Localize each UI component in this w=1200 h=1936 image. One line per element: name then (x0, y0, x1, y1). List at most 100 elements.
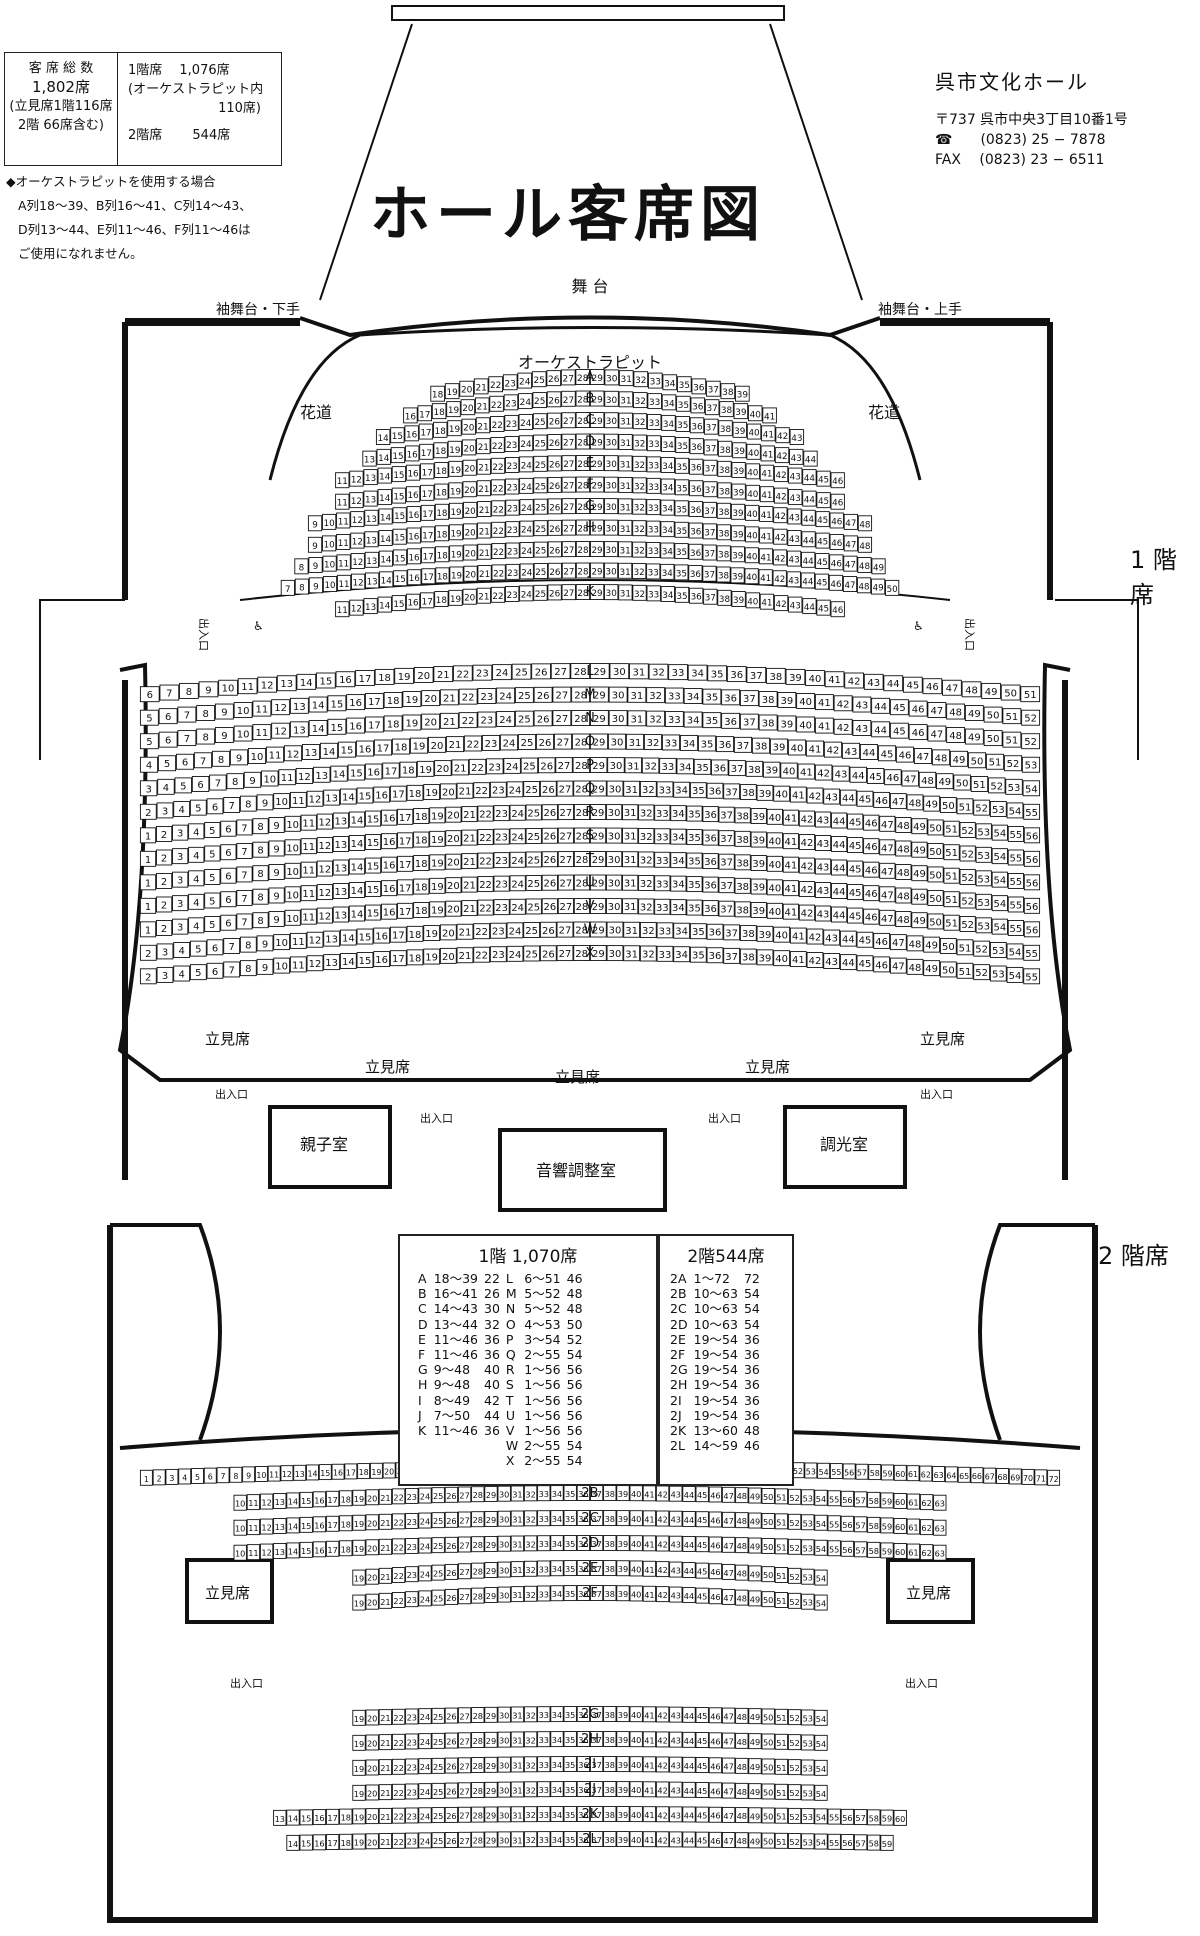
seat[interactable]: 19 (448, 502, 464, 519)
seat[interactable]: 35 (702, 688, 722, 705)
seat[interactable]: 25 (533, 541, 548, 558)
seat[interactable]: 16 (406, 527, 421, 544)
seat[interactable]: 23 (405, 1733, 419, 1750)
seat[interactable]: 36 (576, 1535, 591, 1551)
seat[interactable]: 38 (719, 401, 734, 418)
seat[interactable]: 23 (405, 1832, 419, 1849)
seat[interactable]: 48 (931, 749, 951, 766)
seat[interactable]: 28 (571, 733, 591, 750)
seat[interactable]: 25 (533, 584, 548, 601)
seat[interactable]: 36 (702, 853, 719, 870)
seat[interactable]: 12 (259, 1543, 274, 1560)
seat[interactable]: 54 (1006, 943, 1024, 960)
seat[interactable]: 28 (573, 780, 591, 797)
seat[interactable]: 9 (308, 577, 324, 594)
seat[interactable]: 21 (451, 759, 469, 776)
seat[interactable]: 42 (772, 570, 787, 587)
seat[interactable]: 50 (761, 1832, 775, 1849)
seat[interactable]: 57 (853, 1541, 868, 1558)
seat[interactable]: 36 (576, 1781, 591, 1797)
seat[interactable]: 27 (457, 1732, 472, 1749)
seat[interactable]: 30 (609, 663, 630, 680)
seat[interactable]: 36 (689, 458, 704, 475)
seat[interactable]: 28 (573, 945, 591, 961)
seat[interactable]: 26 (547, 541, 562, 558)
seat[interactable]: 16 (403, 407, 418, 424)
seat[interactable]: 28 (471, 1707, 485, 1724)
seat[interactable]: 42 (773, 507, 788, 524)
seat[interactable]: 27 (561, 390, 576, 407)
seat[interactable]: 8 (239, 795, 257, 812)
seat[interactable]: 45 (856, 955, 874, 972)
seat[interactable]: 9 (256, 958, 274, 975)
seat[interactable]: 55 (827, 1515, 841, 1532)
seat[interactable]: 67 (983, 1467, 997, 1484)
seat[interactable]: 66 (970, 1467, 984, 1484)
seat[interactable]: 47 (721, 1563, 736, 1580)
seat[interactable]: 52 (787, 1592, 802, 1609)
seat[interactable]: 35 (563, 1731, 577, 1747)
seat[interactable]: 52 (1003, 755, 1023, 772)
seat[interactable]: 29 (589, 584, 605, 600)
seat[interactable]: 10 (284, 862, 301, 879)
seat[interactable]: 16 (364, 763, 383, 780)
seat[interactable]: 46 (863, 814, 880, 831)
seat[interactable]: 25 (511, 663, 532, 680)
seat[interactable]: 21 (378, 1488, 393, 1505)
seat[interactable]: 32 (523, 1485, 538, 1502)
seat[interactable]: 20 (459, 380, 474, 397)
seat[interactable]: 58 (868, 1464, 882, 1481)
seat[interactable]: 26 (535, 733, 555, 750)
seat[interactable]: 35 (563, 1510, 577, 1526)
seat[interactable]: 47 (721, 1832, 736, 1848)
seat[interactable]: 34 (550, 1781, 564, 1798)
seat[interactable]: 27 (557, 804, 574, 821)
seat[interactable]: 18 (383, 715, 403, 732)
seat[interactable]: 14 (308, 696, 328, 713)
seat[interactable]: 13 (332, 883, 349, 899)
seat[interactable]: 2 (156, 849, 173, 866)
seat[interactable]: 3 (156, 802, 174, 819)
seat[interactable]: 38 (717, 440, 733, 457)
seat[interactable]: 42 (798, 834, 816, 851)
seat[interactable]: 28 (575, 412, 591, 428)
seat[interactable]: 42 (775, 427, 790, 444)
seat[interactable]: 36 (706, 782, 724, 799)
seat[interactable]: 20 (365, 1833, 379, 1850)
seat[interactable]: 16 (312, 1834, 327, 1851)
seat[interactable]: 22 (473, 923, 491, 940)
seat[interactable]: 46 (708, 1806, 723, 1823)
seat[interactable]: 50 (983, 706, 1003, 723)
seat[interactable]: 41 (814, 717, 834, 734)
seat[interactable]: 34 (683, 688, 703, 704)
seat[interactable]: 16 (373, 951, 391, 968)
seat[interactable]: 34 (673, 781, 691, 798)
seat[interactable]: 49 (748, 1832, 762, 1849)
seat[interactable]: 32 (632, 520, 647, 537)
seat[interactable]: 46 (829, 534, 844, 550)
seat[interactable]: 31 (510, 1831, 525, 1848)
seat[interactable]: 51 (956, 939, 974, 956)
seat[interactable]: 57 (853, 1516, 868, 1533)
seat[interactable]: 31 (623, 945, 641, 962)
seat[interactable]: 52 (787, 1709, 802, 1726)
seat[interactable]: 5 (139, 733, 159, 750)
seat[interactable]: 53 (801, 1833, 815, 1850)
seat[interactable]: 43 (669, 1535, 683, 1552)
seat[interactable]: 7 (223, 938, 241, 954)
seat[interactable]: 44 (682, 1731, 696, 1748)
seat[interactable]: 9 (307, 536, 323, 553)
seat[interactable]: 34 (687, 664, 708, 681)
seat[interactable]: 50 (939, 797, 957, 813)
seat[interactable]: 8 (252, 865, 269, 882)
seat[interactable]: 41 (761, 425, 776, 442)
seat[interactable]: 17 (397, 855, 414, 872)
seat[interactable]: 19 (429, 854, 446, 871)
seat[interactable]: 28 (571, 686, 591, 703)
seat[interactable]: 37 (746, 666, 767, 683)
seat[interactable]: 59 (880, 1809, 894, 1826)
seat[interactable]: 35 (674, 457, 690, 474)
seat[interactable]: 7 (209, 774, 227, 791)
seat[interactable]: 11 (252, 724, 272, 741)
seat[interactable]: 35 (707, 665, 728, 682)
